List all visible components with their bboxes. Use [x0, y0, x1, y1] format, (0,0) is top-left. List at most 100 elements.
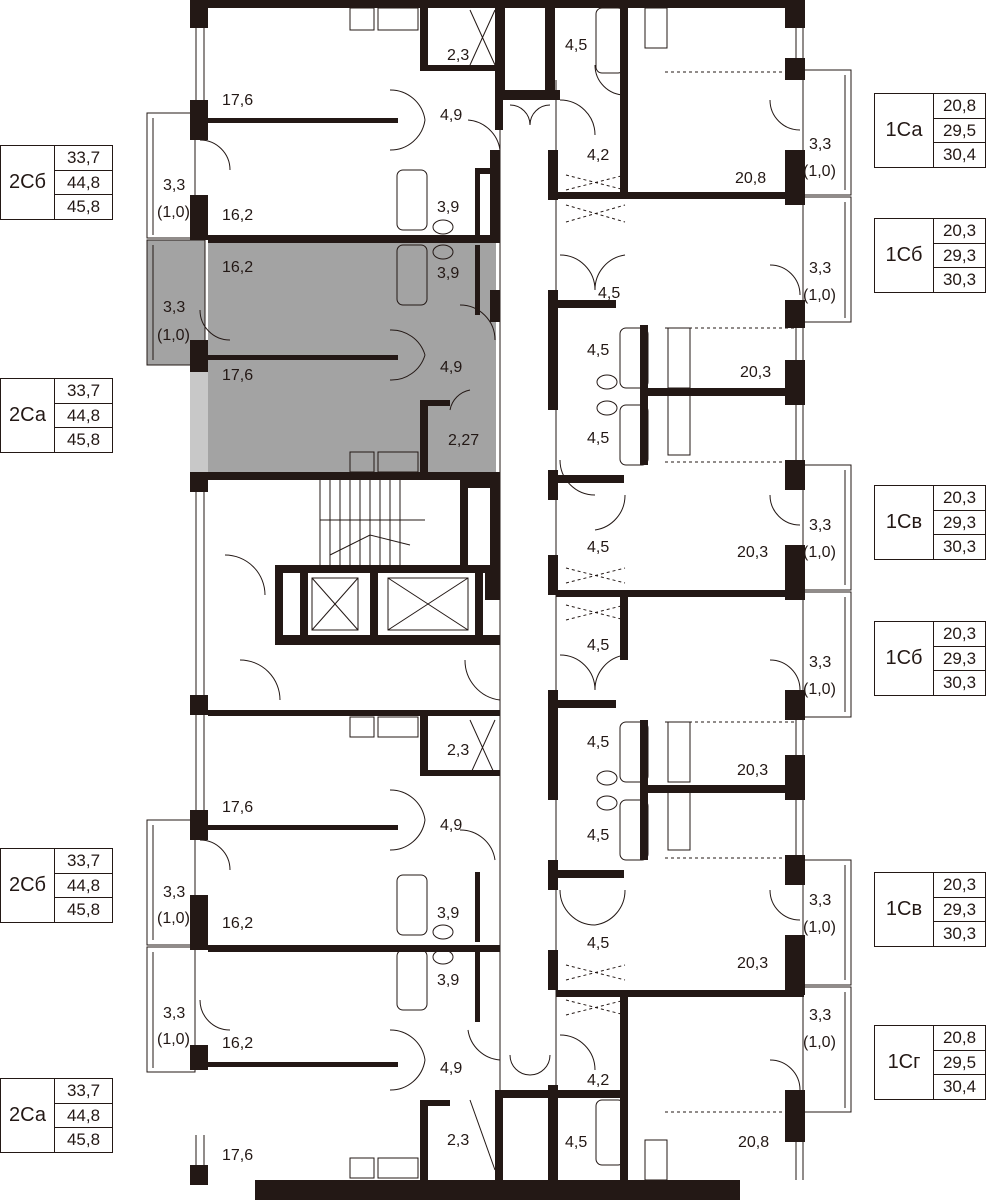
- area-living: 20,8: [934, 1026, 985, 1051]
- label-r5-bath: 4,5: [587, 827, 609, 844]
- label-r1-balcony: 3,3: [809, 136, 831, 153]
- label-l1-bath: 3,9: [437, 199, 459, 216]
- unit-areas: 33,7 44,8 45,8: [55, 849, 112, 922]
- label-hl-room: 16,2: [222, 259, 253, 276]
- unit-code: 1Са: [875, 94, 934, 167]
- label-l3-living: 17,6: [222, 799, 253, 816]
- unit-areas: 20,3 29,3 30,3: [934, 486, 985, 559]
- label-r6-hall: 4,2: [587, 1072, 609, 1089]
- area-total: 44,8: [55, 874, 112, 899]
- label-r5-balcony: 3,3: [809, 892, 831, 909]
- label-l1-hall: 4,9: [440, 107, 462, 124]
- area-total: 44,8: [55, 171, 112, 196]
- unit-areas: 33,7 44,8 45,8: [55, 379, 112, 452]
- label-l1-living: 17,6: [222, 92, 253, 109]
- label-hl-living: 17,6: [222, 367, 253, 384]
- area-gross: 45,8: [66, 900, 101, 920]
- area-gross: 30,4: [942, 145, 977, 165]
- area-living: 33,7: [55, 1079, 112, 1104]
- label-r1-hall: 4,2: [587, 147, 609, 164]
- label-l4-balcony-sub: (1,0): [157, 1031, 190, 1048]
- unit-areas: 20,3 29,3 30,3: [934, 873, 985, 946]
- area-total: 44,8: [55, 1104, 112, 1129]
- area-gross: 30,3: [942, 673, 977, 693]
- unit-code: 2Са: [1, 1079, 55, 1152]
- unit-code: 1Св: [875, 873, 934, 946]
- label-l1-balcony: 3,3: [163, 177, 185, 194]
- unit-code: 1Св: [875, 486, 934, 559]
- area-gross: 45,8: [66, 430, 101, 450]
- label-r1-balcony-sub: (1,0): [803, 163, 836, 180]
- area-gross: 30,3: [942, 537, 977, 557]
- area-gross: 30,3: [942, 270, 977, 290]
- dashed-lines: [565, 71, 795, 1113]
- label-r3-balcony-sub: (1,0): [803, 544, 836, 561]
- label-hl-bath: 3,9: [437, 265, 459, 282]
- area-living: 33,7: [55, 379, 112, 404]
- label-r3-bath: 4,5: [587, 430, 609, 447]
- label-l3-hall: 4,9: [440, 817, 462, 834]
- unit-code: 1Сб: [875, 622, 934, 695]
- unit-legend-1sa[interactable]: 1Са 20,8 29,5 30,4: [874, 93, 986, 168]
- label-r6-main: 20,8: [738, 1134, 769, 1151]
- area-living: 20,3: [934, 873, 985, 898]
- unit-areas: 33,7 44,8 45,8: [55, 146, 112, 219]
- area-living: 33,7: [55, 849, 112, 874]
- area-gross: 30,3: [942, 924, 977, 944]
- label-l4-wc: 2,3: [447, 1132, 469, 1149]
- area-gross: 30,4: [942, 1077, 977, 1097]
- area-living: 20,3: [934, 486, 985, 511]
- label-r6-balcony: 3,3: [809, 1007, 831, 1024]
- area-total: 29,3: [934, 898, 985, 923]
- area-gross: 45,8: [66, 1130, 101, 1150]
- area-living: 20,3: [934, 219, 985, 244]
- unit-legend-2sb-top[interactable]: 2Сб 33,7 44,8 45,8: [0, 145, 113, 220]
- label-r3-main: 20,3: [737, 544, 768, 561]
- label-r4-main: 20,3: [737, 762, 768, 779]
- label-l4-living: 17,6: [222, 1147, 253, 1164]
- unit-legend-1sb-bottom[interactable]: 1Сб 20,3 29,3 30,3: [874, 621, 986, 696]
- label-r6-bath: 4,5: [565, 1134, 587, 1151]
- label-r1-main: 20,8: [735, 170, 766, 187]
- unit-legend-2sa-bottom[interactable]: 2Са 33,7 44,8 45,8: [0, 1078, 113, 1153]
- label-l1-balcony-sub: (1,0): [157, 204, 190, 221]
- area-total: 29,5: [934, 119, 985, 144]
- area-gross: 45,8: [66, 197, 101, 217]
- label-r4-balcony: 3,3: [809, 654, 831, 671]
- label-r3-hall: 4,5: [587, 539, 609, 556]
- thin-lines: [146, 7, 852, 1181]
- unit-legend-1sv-bottom[interactable]: 1Св 20,3 29,3 30,3: [874, 872, 986, 947]
- label-r5-hall: 4,5: [587, 935, 609, 952]
- label-r4-balcony-sub: (1,0): [803, 681, 836, 698]
- area-total: 29,3: [934, 244, 985, 269]
- label-hl-wc: 2,27: [448, 432, 479, 449]
- unit-legend-2sb-bottom[interactable]: 2Сб 33,7 44,8 45,8: [0, 848, 113, 923]
- label-hl-balcony-sub: (1,0): [157, 327, 190, 344]
- unit-legend-1sg[interactable]: 1Сг 20,8 29,5 30,4: [874, 1025, 986, 1100]
- area-total: 29,3: [934, 511, 985, 536]
- unit-areas: 20,8 29,5 30,4: [934, 1026, 985, 1099]
- unit-areas: 20,8 29,5 30,4: [934, 94, 985, 167]
- label-r3-balcony: 3,3: [809, 517, 831, 534]
- label-l3-room: 16,2: [222, 915, 253, 932]
- unit-code: 2Са: [1, 379, 55, 452]
- walls: [190, 0, 805, 1200]
- label-r6-balcony-sub: (1,0): [803, 1034, 836, 1051]
- highlighted-window-strip: [190, 372, 208, 472]
- unit-code: 2Сб: [1, 146, 55, 219]
- unit-legend-1sv-top[interactable]: 1Св 20,3 29,3 30,3: [874, 485, 986, 560]
- unit-code: 2Сб: [1, 849, 55, 922]
- area-living: 20,8: [934, 94, 985, 119]
- unit-areas: 20,3 29,3 30,3: [934, 622, 985, 695]
- area-total: 44,8: [55, 404, 112, 429]
- unit-legend-2sa-top[interactable]: 2Са 33,7 44,8 45,8: [0, 378, 113, 453]
- label-l4-bath: 3,9: [437, 972, 459, 989]
- label-r4-bath: 4,5: [587, 734, 609, 751]
- label-r2-hall: 4,5: [598, 285, 620, 302]
- unit-legend-1sb-top[interactable]: 1Сб 20,3 29,3 30,3: [874, 218, 986, 293]
- unit-areas: 20,3 29,3 30,3: [934, 219, 985, 292]
- area-living: 20,3: [934, 622, 985, 647]
- label-l1-wc: 2,3: [447, 47, 469, 64]
- label-r2-balcony-sub: (1,0): [803, 287, 836, 304]
- unit-code: 1Сг: [875, 1026, 934, 1099]
